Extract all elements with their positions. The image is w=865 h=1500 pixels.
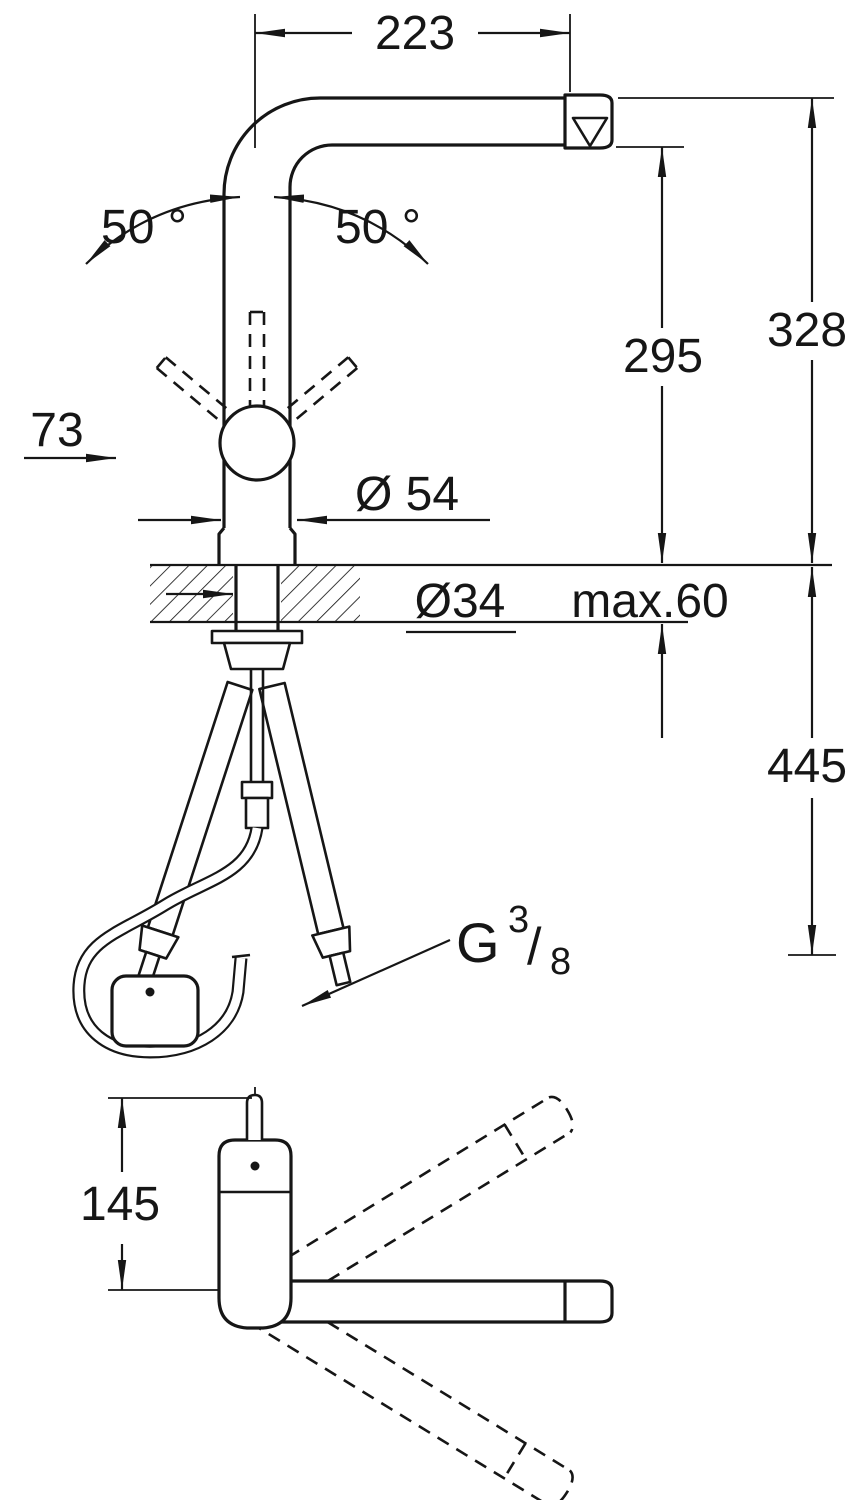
dimension-54: Ø 54 [138, 468, 490, 525]
swivel-ghost-upper [249, 1095, 575, 1317]
faucet-side-view [155, 93, 614, 564]
spray-head [563, 93, 614, 150]
dimension-73: 73 [24, 404, 116, 463]
dim-34-label: Ø34 [415, 575, 506, 628]
dimension-34: Ø34 [166, 575, 516, 634]
supply-hose-left [135, 680, 254, 987]
hose-connector-body [244, 796, 270, 830]
dim-54-label: Ø 54 [355, 468, 459, 521]
dim-max60-label: max.60 [571, 575, 728, 628]
angle-left-label: 50 ° [101, 201, 187, 254]
lever-ghost-right [286, 356, 359, 421]
spray-hose-end-cap [231, 953, 251, 959]
dim-445-label: 445 [767, 740, 847, 793]
lever-upright [248, 310, 266, 406]
base-right [288, 526, 297, 564]
dim-223-label: 223 [375, 7, 455, 60]
ball-joint [218, 404, 296, 482]
plan-body [217, 1138, 293, 1330]
base-left [217, 526, 226, 564]
dim-295-label: 295 [623, 330, 703, 383]
faucet-plan-view [217, 1087, 614, 1500]
thread-g-label: G [456, 911, 500, 974]
aerator-triangle [571, 116, 609, 148]
plan-spout-arm [244, 1279, 614, 1324]
dimension-50-left: 50 ° [85, 194, 241, 265]
angle-right-label: 50 ° [335, 201, 421, 254]
plan-body-pin [250, 1161, 260, 1171]
dimension-145: 145 [80, 1097, 252, 1291]
plan-lever-tab [245, 1093, 264, 1140]
dim-328-label: 328 [767, 304, 847, 357]
swivel-ghost-lower [249, 1286, 574, 1500]
supply-hose-right [258, 681, 352, 987]
lever-ghost-left [155, 356, 228, 421]
dimension-223: 223 [254, 7, 571, 148]
dim-145-label: 145 [80, 1178, 160, 1231]
mounting-nut [222, 641, 292, 671]
spray-hose-loop-inner [74, 827, 262, 1057]
dimension-328: 328 [618, 97, 847, 563]
spout-inner-edge [288, 143, 565, 188]
thread-numerator: 3 [508, 899, 529, 941]
hose-weight [110, 974, 200, 1048]
dim-73-label: 73 [30, 404, 83, 457]
hose-weight-pin [145, 987, 155, 997]
hose-connector-top [240, 780, 274, 800]
thread-callout: G 3 / 8 [301, 899, 571, 1008]
thread-denominator: 8 [550, 941, 571, 983]
mounting-washer [210, 629, 304, 645]
dimension-295: 295 [616, 146, 703, 563]
countertop-hatch-right [281, 566, 360, 621]
mounting-and-hoses [72, 566, 352, 1059]
thread-slash: / [527, 918, 542, 976]
dimension-max60: max.60 [571, 575, 729, 738]
dimension-50-right: 50 ° [273, 194, 429, 265]
dimension-445: 445 [767, 567, 847, 956]
